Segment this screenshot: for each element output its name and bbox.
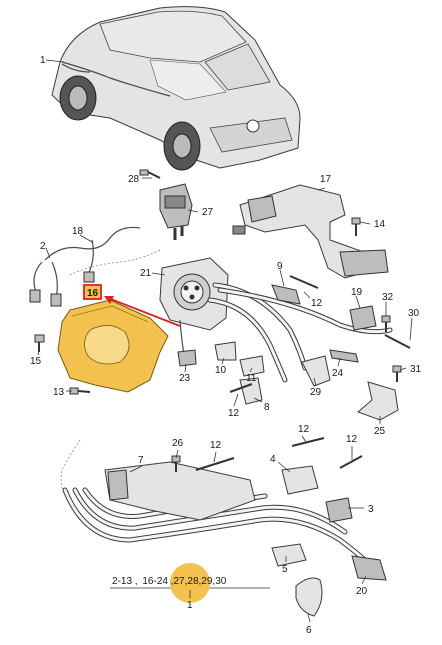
bracket-29 xyxy=(301,355,331,387)
callout-27: 27 xyxy=(202,207,214,218)
highlight-box-16 xyxy=(83,284,102,300)
clip-23 xyxy=(177,349,197,367)
screw-15 xyxy=(34,334,45,352)
leader-lines xyxy=(37,59,413,623)
callout-21: 21 xyxy=(140,268,152,279)
screw-26 xyxy=(171,455,181,472)
callout-31: 31 xyxy=(410,364,422,375)
callout-11: 11 xyxy=(246,373,257,384)
connector-27 xyxy=(159,183,193,240)
callout-26: 26 xyxy=(172,438,184,449)
callout-5: 5 xyxy=(282,564,288,575)
bolt-28 xyxy=(139,169,161,179)
screw-31 xyxy=(392,365,402,382)
callout-3: 3 xyxy=(368,504,374,515)
module-17 xyxy=(232,184,389,279)
cable-tie-12e xyxy=(339,455,363,469)
cable-tie-30 xyxy=(384,334,411,349)
range-highlight: 16-24 xyxy=(142,576,168,587)
range-text: 2-13 , 16-24 ,27,28,29,30 xyxy=(112,576,227,587)
callout-8: 8 xyxy=(264,402,270,413)
cable-tie-12d xyxy=(291,437,325,447)
callout-12a: 12 xyxy=(311,298,323,309)
cover-16-highlighted xyxy=(57,299,169,393)
callout-10: 10 xyxy=(215,365,227,376)
cable-tie-12c xyxy=(195,457,235,471)
callout-7: 7 xyxy=(138,455,144,466)
connector-19 xyxy=(349,305,377,331)
bracket-5 xyxy=(271,543,307,567)
hv-cables-upper xyxy=(179,282,393,383)
callout-1-top: 1 xyxy=(40,55,46,66)
callout-2: 2 xyxy=(40,241,46,252)
highlight-label-16: 16 xyxy=(87,288,99,299)
charging-socket-21 xyxy=(159,257,229,331)
clip-24 xyxy=(329,349,359,363)
clip-4 xyxy=(281,465,319,495)
range-suffix: ,27,28,29,30 xyxy=(171,576,227,587)
callout-29: 29 xyxy=(310,387,322,398)
callout-24: 24 xyxy=(332,368,344,379)
clip-9 xyxy=(271,284,301,305)
highlight-circle xyxy=(170,563,210,603)
clip-10 xyxy=(214,341,237,361)
range-prefix: 2-13 , xyxy=(112,576,138,587)
callout-labels: 1 2 18 28 27 17 14 21 9 12 19 32 30 31 2… xyxy=(30,55,422,636)
cable-harness-2-18 xyxy=(29,226,141,307)
callout-9: 9 xyxy=(277,261,283,272)
rail-7 xyxy=(104,461,256,521)
callout-14: 14 xyxy=(374,219,386,230)
callout-12e: 12 xyxy=(346,434,358,445)
callout-17: 17 xyxy=(320,174,332,185)
car-illustration xyxy=(51,6,301,171)
callout-20: 20 xyxy=(356,586,368,597)
cable-tie-12b xyxy=(229,383,253,393)
callout-4: 4 xyxy=(270,454,276,465)
screw-14 xyxy=(351,217,361,236)
assembly-number: 1 xyxy=(187,600,193,611)
callout-15: 15 xyxy=(30,356,42,367)
callout-32: 32 xyxy=(382,292,394,303)
callout-6: 6 xyxy=(306,625,312,636)
bracket-25 xyxy=(357,381,399,421)
callout-30: 30 xyxy=(408,308,420,319)
arrow-head xyxy=(104,296,114,304)
callout-18: 18 xyxy=(72,226,84,237)
callout-12b: 12 xyxy=(228,408,240,419)
clip-3 xyxy=(325,497,353,523)
callout-19: 19 xyxy=(351,287,363,298)
screw-13 xyxy=(69,387,91,395)
connector-20 xyxy=(351,555,387,581)
cap-6 xyxy=(295,577,323,617)
callout-28: 28 xyxy=(128,174,140,185)
callout-13: 13 xyxy=(53,387,65,398)
callout-12c: 12 xyxy=(210,440,222,451)
callout-25: 25 xyxy=(374,426,386,437)
cable-tie-12a xyxy=(289,275,319,289)
clip-8 xyxy=(239,377,263,405)
part-11 xyxy=(239,355,265,377)
callout-12d: 12 xyxy=(298,424,310,435)
highlight-arrow xyxy=(107,297,181,327)
callout-23: 23 xyxy=(179,373,191,384)
